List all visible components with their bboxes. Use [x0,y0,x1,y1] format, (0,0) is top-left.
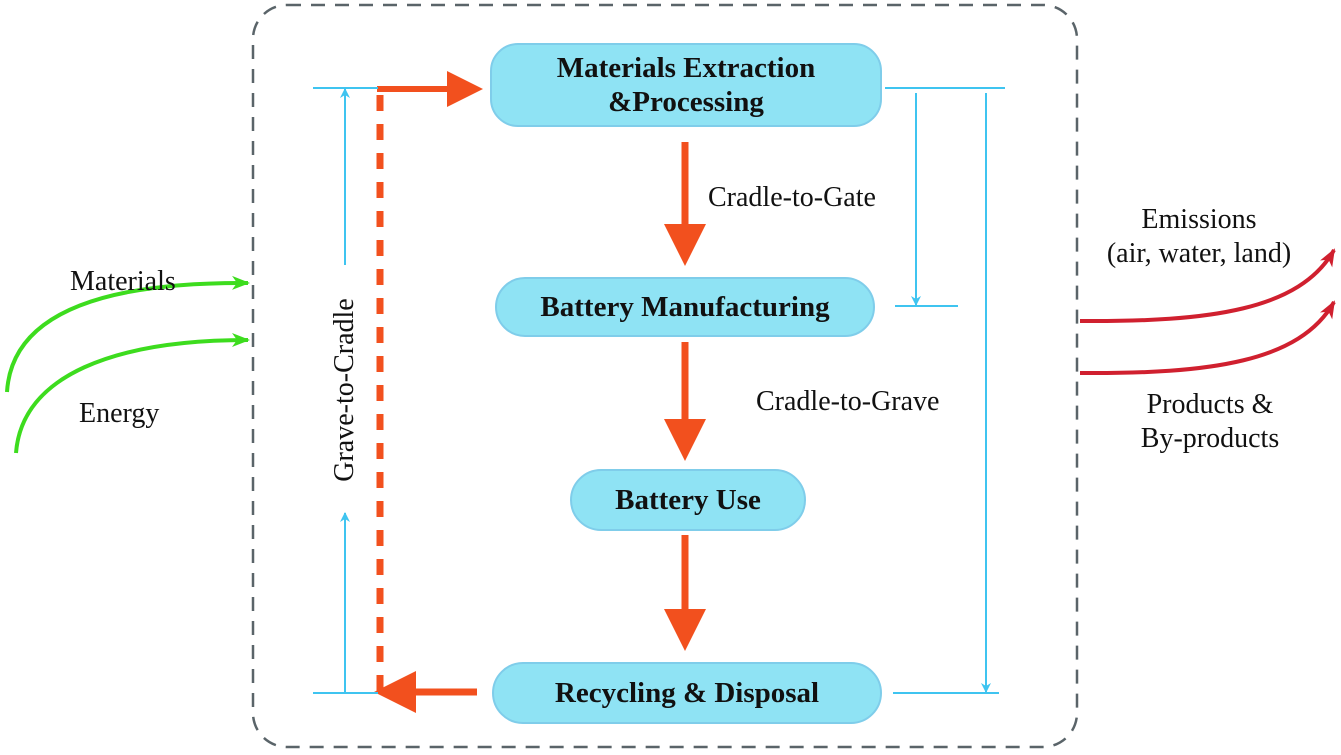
node-battery-use: Battery Use [570,469,806,531]
products-output-arrow [1079,300,1336,376]
materials-label: Materials [70,266,176,297]
emissions-output-arrow [1079,248,1336,324]
node-label: Battery Manufacturing [540,291,830,323]
emissions-label-line1: Emissions [1141,204,1257,235]
node-battery-manufacturing: Battery Manufacturing [495,277,875,337]
emissions-label: Emissions (air, water, land) [1084,203,1314,271]
node-recycling-disposal: Recycling & Disposal [492,662,882,724]
node-label-line2: &Processing [608,86,764,118]
energy-label: Energy [79,398,160,429]
grave-to-cradle-label: Grave-to-Cradle [329,298,360,482]
node-label: Battery Use [615,484,761,516]
cradle-to-gate-label: Cradle-to-Gate [708,182,876,213]
node-label: Recycling & Disposal [554,677,820,709]
products-label: Products & By-products [1095,388,1325,456]
products-label-line2: By-products [1140,423,1280,454]
cradle-to-grave-label: Cradle-to-Grave [756,386,940,417]
materials-input-arrow [5,275,250,393]
node-label-line1: Materials Extraction [556,52,816,84]
emissions-label-line2: (air, water, land) [1106,238,1292,269]
products-label-line1: Products & [1146,389,1274,420]
energy-input-arrow [14,333,250,454]
node-materials-extraction: Materials Extraction &Processing [490,43,882,127]
